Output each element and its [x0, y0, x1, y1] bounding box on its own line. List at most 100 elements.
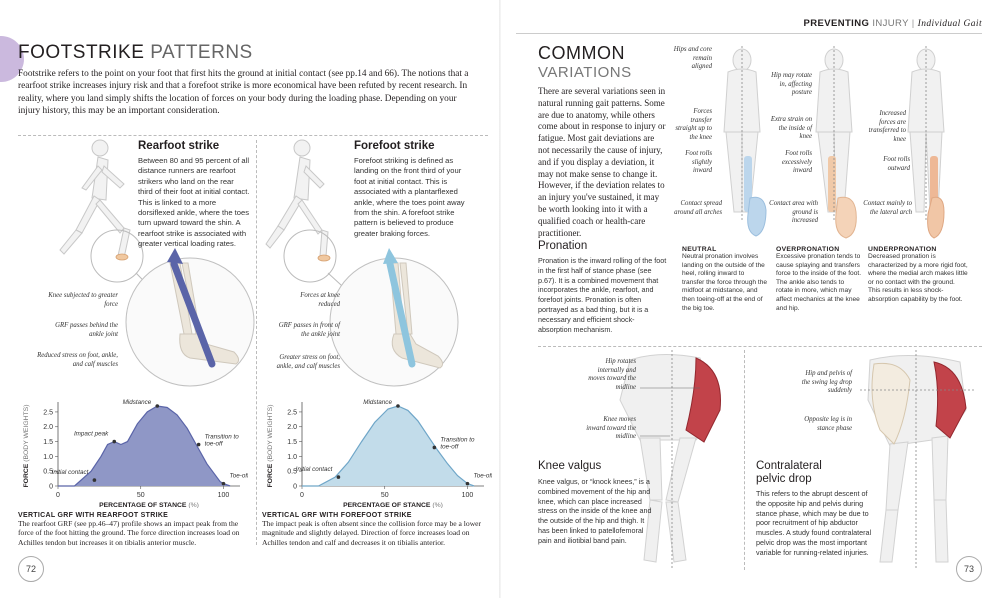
knee-valgus-illustration [619, 350, 721, 570]
knee-valgus-label-1: Knee moves inward toward the midline [586, 416, 636, 441]
col-text: Neutral pronation involves landing on th… [682, 253, 768, 312]
annotation-label: Initial contact [52, 469, 89, 476]
pelvic-drop-illustration [860, 350, 974, 570]
neutral-label-1: Forces transfer straight up to the knee [675, 108, 712, 141]
over-label-3: Contact area with ground is increased [769, 200, 818, 225]
x-axis-unit: (%) [188, 502, 199, 508]
pelvic-drop-heading-line2: pelvic drop [756, 473, 812, 485]
rearfoot-label-knee: Knee subjected to greater force [48, 292, 118, 308]
neutral-label-0: Hips and core remain aligned [673, 46, 712, 71]
knee-valgus-heading: Knee valgus [538, 460, 602, 472]
under-label-2: Contact mainly to the lateral arch [863, 200, 912, 216]
annotation-label: toe-off [440, 443, 459, 450]
running-head-italic: Individual Gait [917, 19, 982, 29]
over-label-1: Extra strain on the inside of knee [770, 116, 812, 141]
title-bold: FOOTSTRIKE [18, 42, 145, 63]
rearfoot-label-grf: GRF passes behind the ankle joint [55, 322, 118, 338]
x-axis-label: PERCENTAGE OF STANCE (%) [99, 502, 199, 508]
rearfoot-caption: VERTICAL GRF WITH REARFOOT STRIKE The re… [18, 512, 240, 547]
forefoot-heading: Forefoot strike [354, 140, 435, 152]
divider [18, 135, 488, 136]
under-label-0: Increased forces are transferred to knee [868, 110, 906, 143]
pronation-heading: Pronation [538, 240, 588, 252]
annotation-point [221, 481, 226, 486]
annotation-point [92, 478, 97, 482]
rearfoot-label-stress: Reduced stress on foot, ankle, and calf … [37, 352, 118, 368]
forefoot-illustration [265, 139, 459, 387]
y-tick-label: 2.0 [287, 424, 297, 431]
neutral-label-2: Foot rolls slightly inward [685, 150, 712, 175]
annotation-label: Transition to [440, 436, 475, 443]
forefoot-caption-text: The impact peak is often absent since th… [262, 519, 482, 547]
y-tick-label: 0.5 [287, 469, 297, 476]
forefoot-text: Forefoot striking is defined as landing … [354, 156, 465, 238]
running-head-sep: | [911, 18, 915, 29]
divider [538, 346, 982, 347]
col-heading: UNDERPRONATION [868, 246, 937, 253]
running-head-rule [516, 33, 982, 34]
divider [256, 140, 257, 545]
x-tick-label: 0 [56, 492, 60, 499]
pronation-back-figures [723, 46, 945, 239]
x-tick-label: 50 [381, 492, 389, 499]
rearfoot-caption-text: The rearfoot GRF (see pp.46–47) profile … [18, 519, 240, 547]
page-gutter [499, 0, 501, 598]
under-label-1: Foot rolls outward [883, 156, 910, 172]
running-head-bold: PREVENTING [803, 18, 870, 29]
annotation-point [432, 445, 437, 450]
grf-area [58, 406, 231, 486]
y-tick-label: 1.5 [43, 439, 53, 446]
y-tick-label: 0 [293, 484, 297, 491]
pronation-col-over: OVERPRONATION Excessive pronation tends … [776, 246, 862, 313]
annotation-point [336, 475, 341, 479]
annotation-label: Impact peak [74, 431, 109, 438]
y-tick-label: 0.5 [43, 469, 53, 476]
pronation-col-under: UNDERPRONATION Decreased pronation is ch… [868, 246, 968, 305]
running-head-light: INJURY [872, 18, 909, 29]
rearfoot-heading: Rearfoot strike [138, 140, 220, 152]
y-tick-label: 1.5 [287, 439, 297, 446]
footstrike-title: FOOTSTRIKE PATTERNS [18, 42, 253, 64]
variations-title-bold: COMMON [538, 43, 625, 63]
grf-line [58, 405, 231, 487]
col-heading: NEUTRAL [682, 246, 717, 253]
y-axis-unit: (BODY WEIGHTS) [23, 405, 30, 462]
annotation-label: Toe-off [473, 473, 492, 480]
annotation-label: Transition to [205, 434, 240, 441]
col-heading: OVERPRONATION [776, 246, 840, 253]
forefoot-caption-heading: VERTICAL GRF WITH FOREFOOT STRIKE [262, 512, 412, 519]
annotation-point [112, 439, 117, 444]
over-label-0: Hip may rotate in, affecting posture [771, 72, 812, 97]
y-axis-unit: (BODY WEIGHTS) [267, 405, 274, 462]
footstrike-intro: Footstrike refers to the point on your f… [18, 69, 469, 117]
annotation-label: Midstance [363, 399, 392, 406]
neutral-label-3: Contact spread around all arches [674, 200, 722, 216]
annotation-label: Midstance [123, 399, 152, 406]
y-axis-label: FORCE (BODY WEIGHTS) [267, 405, 274, 488]
pelvic-drop-text: This refers to the abrupt descent of the… [756, 489, 872, 557]
pelvic-drop-heading-line1: Contralateral [756, 460, 822, 472]
annotation-label: Initial contact [296, 466, 333, 473]
y-tick-label: 2.5 [43, 409, 53, 416]
col-text: Decreased pronation is characterized by … [868, 253, 968, 303]
y-tick-label: 0 [49, 484, 53, 491]
rearfoot-text: Between 80 and 95 percent of all distanc… [138, 156, 250, 249]
page-number-right: 73 [956, 556, 982, 582]
y-tick-label: 1.0 [43, 454, 53, 461]
divider [744, 350, 745, 570]
variations-title-light: VARIATIONS [538, 64, 632, 81]
x-tick-label: 50 [137, 492, 145, 499]
y-tick-label: 2.5 [287, 409, 297, 416]
variations-title: COMMON VARIATIONS [538, 44, 632, 82]
page-number-left: 72 [18, 556, 44, 582]
annotation-point [396, 404, 400, 408]
y-tick-label: 2.0 [43, 424, 53, 431]
annotation-point [196, 442, 201, 447]
rearfoot-illustration [59, 139, 255, 387]
forefoot-label-stress: Greater stress on foot, ankle, and calf … [276, 354, 340, 370]
annotation-point [155, 404, 160, 408]
y-axis-label: FORCE (BODY WEIGHTS) [23, 405, 30, 488]
rearfoot-caption-heading: VERTICAL GRF WITH REARFOOT STRIKE [18, 512, 169, 519]
